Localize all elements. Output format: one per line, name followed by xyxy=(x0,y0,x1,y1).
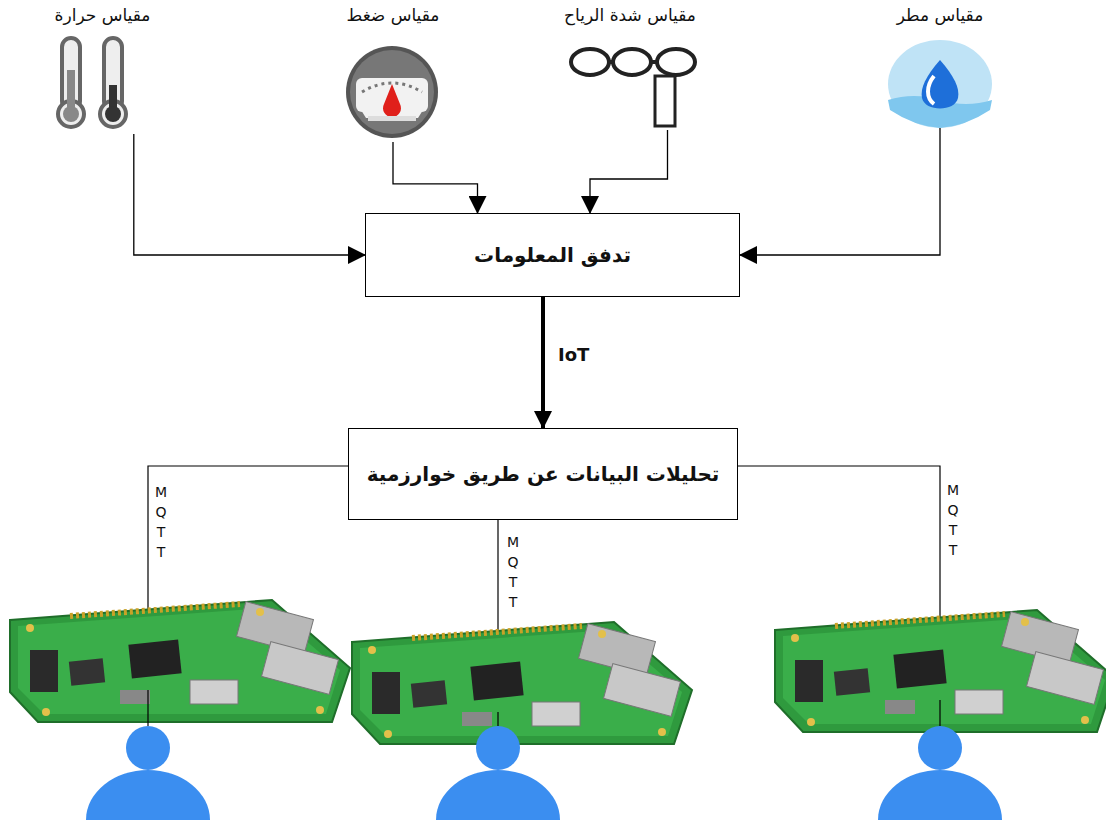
protocol-label: MQTT xyxy=(506,532,520,612)
connector-arrow xyxy=(740,128,940,255)
sensor-label: مقياس ضغط xyxy=(345,4,442,26)
user-wire xyxy=(148,690,940,726)
sensor-label: مقياس شدة الرياح xyxy=(562,4,698,26)
edge-label: IoT xyxy=(555,344,592,366)
rain-icon xyxy=(888,40,992,128)
pressure-gauge-icon xyxy=(346,46,438,138)
raspberry-pi xyxy=(10,600,350,722)
sensor-node: مقياس شدة الرياح xyxy=(555,4,705,128)
box-text: تدفق المعلومات xyxy=(474,240,631,270)
sensor-label: مقياس حرارة xyxy=(53,4,153,26)
user-icon xyxy=(436,726,560,820)
connector-arrow xyxy=(541,297,545,428)
sensor-node: مقياس مطر xyxy=(870,4,1010,126)
box-text: تحليلات البيانات عن طريق خوارزمية xyxy=(367,459,720,489)
user-icon xyxy=(878,726,1002,820)
user-icon xyxy=(86,726,210,820)
raspberry-pi xyxy=(352,622,692,744)
raspberry-pi xyxy=(775,610,1106,732)
sensor-label: مقياس مطر xyxy=(895,4,986,26)
protocol-label: MQTT xyxy=(154,482,168,562)
connector-arrow xyxy=(590,130,668,213)
process-box: تدفق المعلومات xyxy=(365,213,740,297)
sensor-node: مقياس ضغط xyxy=(318,4,468,140)
thermometer-icon xyxy=(58,38,126,127)
protocol-label: MQTT xyxy=(946,480,960,560)
connector-arrow xyxy=(393,142,478,213)
process-box: تحليلات البيانات عن طريق خوارزمية xyxy=(348,428,738,520)
sensor-node: مقياس حرارة xyxy=(40,4,165,132)
anemometer-icon xyxy=(571,49,695,126)
connector-arrow xyxy=(134,134,365,255)
